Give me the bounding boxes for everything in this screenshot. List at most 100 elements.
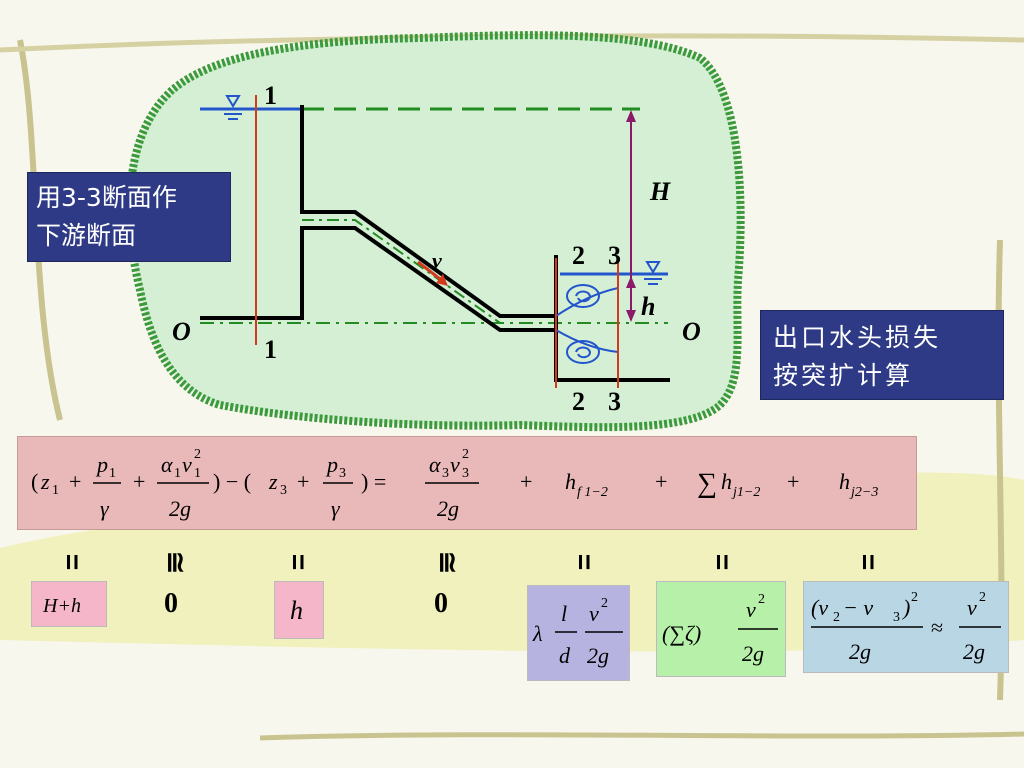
twig-top [0, 33, 1024, 53]
cloud-background [125, 31, 745, 432]
friction-v-sup: 2 [601, 596, 608, 611]
eq-v3-sub: 3 [462, 466, 469, 481]
equiv-mark-2: ≅ [160, 550, 192, 575]
exit-sup2-a: 2 [911, 590, 918, 605]
label-section-2-top: 2 [572, 241, 585, 270]
equiv-mark-1: = [57, 553, 89, 571]
local-sum-zeta: (∑ζ) [662, 621, 701, 646]
water-symbol-left-icon [225, 95, 241, 108]
eq-alpha1: α [161, 452, 173, 477]
equiv-mark-6: = [707, 553, 739, 571]
eq-hj23: h [839, 469, 850, 494]
friction-l: l [561, 601, 567, 626]
label-datum-left: O [172, 317, 191, 346]
zero-term-2: 0 [434, 588, 448, 619]
exit-sub3: 3 [893, 610, 900, 625]
eq-v1-sub: 1 [194, 466, 201, 481]
eq-gamma-1: γ [100, 496, 110, 521]
eq-sigma: ∑ [697, 468, 717, 499]
label-velocity: v [432, 248, 442, 273]
exit-sub2: 2 [833, 610, 840, 625]
velocity-arrowhead-icon [436, 274, 448, 286]
eq-hj12: h [721, 469, 732, 494]
eq-gamma-3: γ [331, 496, 341, 521]
exit-minus-v: − v [843, 595, 873, 620]
eddy-lower-icon [566, 340, 600, 364]
label-datum-right: O [682, 317, 701, 346]
eq-alpha1-sub: 1 [174, 466, 181, 481]
note-left-line2: 下游断面 [36, 221, 137, 250]
term-box-h [274, 581, 324, 639]
exit-sup2-b: 2 [979, 590, 986, 605]
twig-bottom [259, 731, 1024, 741]
note-right: 出口水头损失 按突扩计算 [760, 310, 1004, 400]
eq-hf-sub: f 1−2 [577, 485, 608, 500]
eq-z1-sub: 1 [52, 483, 59, 498]
tank-wall [200, 226, 556, 332]
energy-equation: ( z 1 + p 1 γ + α 1 v 1 2 2g ) − ( z 3 +… [31, 447, 878, 521]
equiv-mark-5: = [569, 553, 601, 571]
eq-2g-3: 2g [437, 496, 459, 521]
label-section-3-bottom: 3 [608, 387, 621, 416]
eq-z3: z [268, 469, 278, 494]
jet-lower [555, 329, 619, 353]
eq-p1: p [95, 452, 108, 477]
zero-term-1: 0 [164, 588, 178, 619]
eddy-upper-icon [566, 284, 600, 308]
friction-v: v [589, 601, 599, 626]
eq-hj23-sub: j2−3 [849, 485, 878, 500]
eq-hf: h [565, 469, 576, 494]
exit-v: v [967, 595, 977, 620]
exit-approx: ≈ [931, 615, 943, 640]
eq-plus-2: + [133, 469, 145, 494]
term-Hh: H+h [42, 595, 81, 617]
exit-paren-close: ) [901, 595, 910, 620]
eq-plus-6: + [787, 469, 799, 494]
eq-open-paren: ( [31, 469, 38, 494]
equiv-mark-3: = [283, 553, 315, 571]
label-section-1-bottom: 1 [264, 335, 277, 364]
note-left-line1: 用3-3断面作 [36, 183, 177, 212]
exit-2g-a: 2g [849, 639, 871, 664]
local-2g: 2g [742, 641, 764, 666]
local-v-sup: 2 [758, 592, 765, 607]
eq-plus-4: + [520, 469, 532, 494]
term-h: h [290, 596, 303, 625]
water-symbol-right-icon [645, 261, 661, 274]
eq-v1: v [182, 452, 192, 477]
label-head-h: h [641, 292, 655, 321]
eq-v3-sup: 2 [462, 447, 469, 462]
eq-alpha3: α [429, 452, 441, 477]
note-right-line2: 按突扩计算 [773, 361, 914, 390]
eq-plus-5: + [655, 469, 667, 494]
note-left: 用3-3断面作 下游断面 [27, 172, 231, 262]
eq-alpha3-sub: 3 [442, 466, 449, 481]
eq-plus-1: + [69, 469, 81, 494]
label-head-H: H [649, 177, 671, 206]
label-section-2-bottom: 2 [572, 387, 585, 416]
note-right-line1: 出口水头损失 [773, 323, 942, 352]
pipe-flow-diagram: 1 1 2 3 2 3 O O H h v [125, 31, 745, 432]
eq-p1-sub: 1 [109, 466, 116, 481]
friction-lambda: λ [532, 621, 543, 646]
friction-2g: 2g [587, 643, 609, 668]
eq-v1-sup: 2 [194, 447, 201, 462]
pipe-upper-wall [300, 105, 556, 318]
exit-2g-b: 2g [963, 639, 985, 664]
eq-z3-sub: 3 [280, 483, 287, 498]
term-box-Hh [31, 581, 107, 627]
label-section-3-top: 3 [608, 241, 621, 270]
equiv-mark-7: = [853, 553, 885, 571]
eq-2g-1: 2g [169, 496, 191, 521]
eq-z1: z [40, 469, 50, 494]
friction-d: d [559, 643, 571, 668]
local-v: v [746, 597, 756, 622]
label-section-1-top: 1 [264, 81, 277, 110]
eq-hj12-sub: j1−2 [731, 485, 760, 500]
equiv-mark-4: ≅ [432, 550, 464, 575]
term-box-friction [527, 585, 630, 681]
exit-paren-v2: (v [811, 595, 828, 620]
eq-close-eq: ) = [361, 469, 386, 494]
eq-plus-3: + [297, 469, 309, 494]
eq-p3: p [325, 452, 338, 477]
